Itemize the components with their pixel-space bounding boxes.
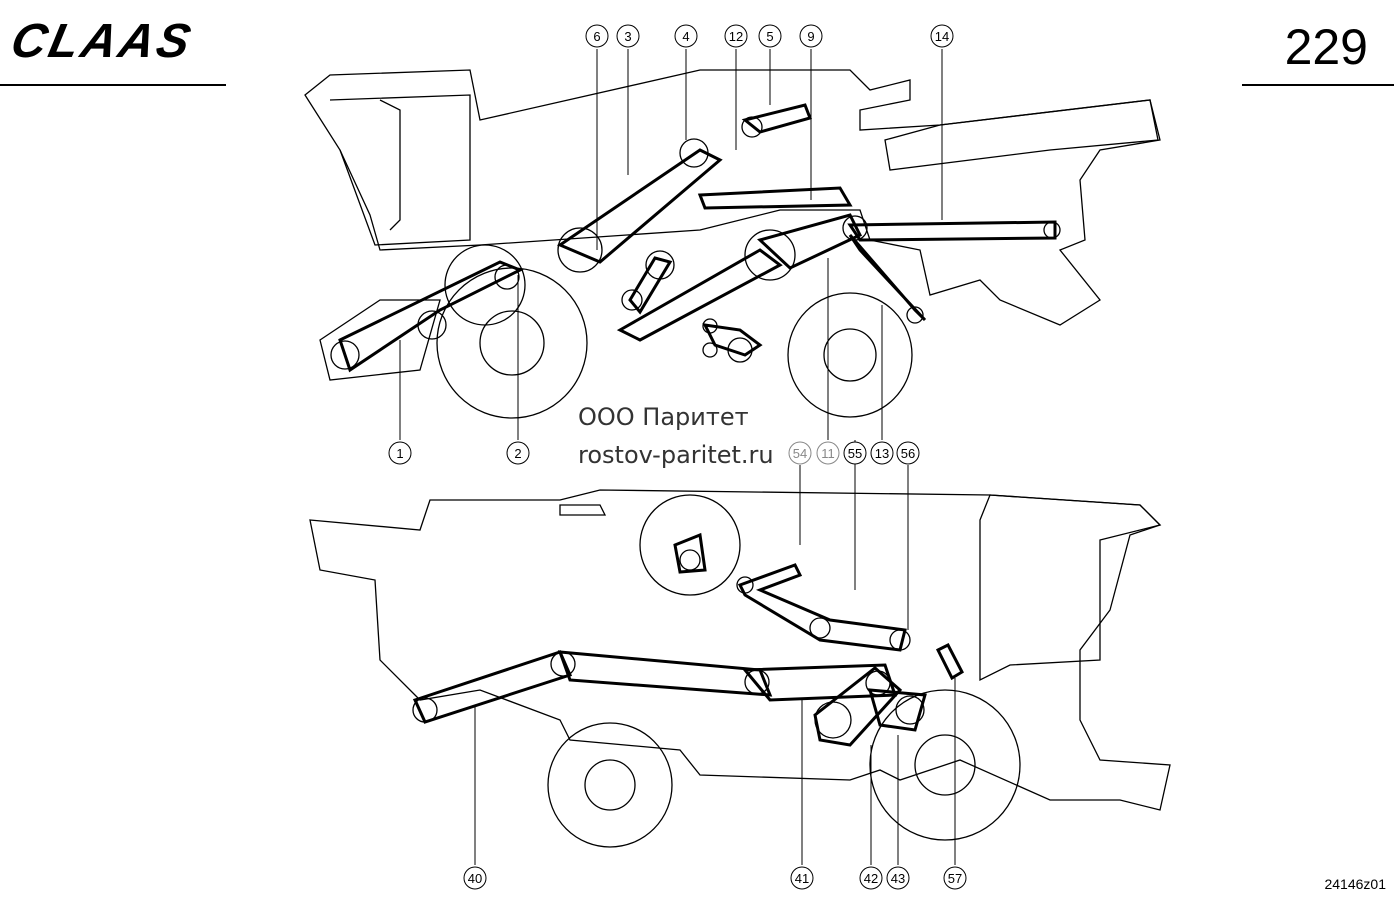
callout-13: 13 [870,441,894,465]
svg-text:40: 40 [468,871,482,886]
svg-text:11: 11 [821,446,835,461]
callout-56: 56 [896,441,920,465]
callout-11: 11 [816,441,840,465]
callout-1: 1 [388,441,412,465]
front-wheel-top [436,267,588,419]
callout-leaders [399,49,956,865]
svg-text:4: 4 [682,29,689,44]
fan-pulley-bottom [639,494,741,596]
callout-5: 5 [758,24,782,48]
watermark-url: rostov-paritet.ru [578,441,774,469]
svg-text:2: 2 [514,446,521,461]
svg-text:55: 55 [848,446,862,461]
callout-43: 43 [886,866,910,890]
callout-6: 6 [585,24,609,48]
svg-text:1: 1 [396,446,403,461]
svg-text:12: 12 [729,29,743,44]
front-wheel-bottom [547,722,673,848]
header-rule-right [1242,84,1394,86]
callout-57: 57 [943,866,967,890]
svg-text:13: 13 [875,446,889,461]
figure-id: 24146z01 [1324,876,1386,892]
rear-wheel-bottom [869,689,1021,841]
exhaust-bottom [559,504,607,516]
callout-badges: 6 3 4 12 5 9 14 1 2 55 13 56 11 54 40 41… [388,24,967,890]
belts-bottom [412,532,964,747]
svg-text:6: 6 [593,29,600,44]
unloading-auger-top [884,99,1159,171]
cab-bottom [979,494,1162,682]
svg-text:9: 9 [807,29,814,44]
svg-text:57: 57 [948,871,962,886]
main-pulley-top [444,244,526,326]
combine-top-feeder [319,299,441,381]
svg-text:14: 14 [935,29,949,44]
callout-42: 42 [859,866,883,890]
svg-text:41: 41 [795,871,809,886]
watermark: ООО Паритет rostov-paritet.ru [578,398,774,474]
svg-text:56: 56 [901,446,915,461]
callout-9: 9 [799,24,823,48]
cab-top [329,94,471,246]
combine-top-body [304,69,1161,326]
callout-40: 40 [463,866,487,890]
callout-4: 4 [674,24,698,48]
svg-text:43: 43 [891,871,905,886]
callout-12: 12 [724,24,748,48]
svg-text:3: 3 [624,29,631,44]
belts-top [338,103,1057,373]
watermark-company: ООО Паритет [578,403,749,431]
callout-54: 54 [788,441,812,465]
rear-wheel-top [787,292,913,418]
svg-text:5: 5 [766,29,773,44]
svg-text:42: 42 [864,871,878,886]
callout-2: 2 [506,441,530,465]
callout-41: 41 [790,866,814,890]
header-rule-left [0,84,226,86]
callout-55: 55 [843,441,867,465]
callout-14: 14 [930,24,954,48]
callout-3: 3 [616,24,640,48]
page-number: 229 [1284,19,1368,75]
combine-top-view [304,69,1161,419]
cab-door-top [379,99,401,231]
svg-text:54: 54 [793,446,807,461]
